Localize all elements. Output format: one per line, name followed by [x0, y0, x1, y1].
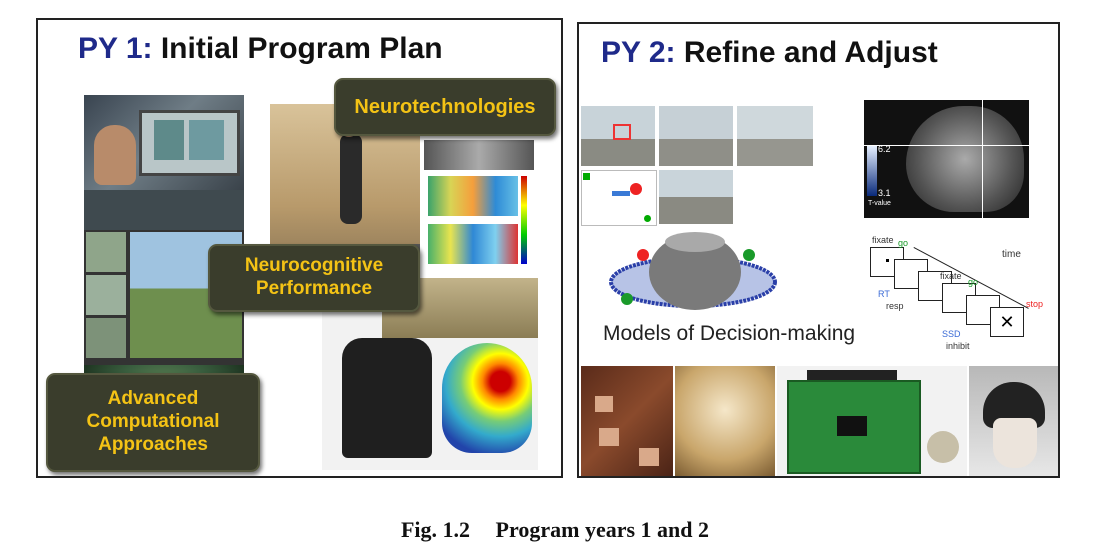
task-ssd-label: SSD: [942, 329, 961, 339]
panel-py1: PY 1: Initial Program Plan Neuro: [36, 18, 563, 478]
callout-neurocognitive: Neurocognitive Performance: [208, 244, 420, 312]
neurotech-label: Neurotechnologies: [354, 96, 536, 118]
brain-fmri-image: 6.2 3.1 T-value: [864, 100, 1029, 218]
scene-image-1: [581, 106, 655, 166]
compute-line2: Computational: [86, 411, 220, 433]
py1-title: PY 1: Initial Program Plan: [78, 32, 443, 66]
task-stop-label: stop: [1026, 299, 1044, 309]
scene-image-3: [737, 106, 813, 166]
spectrogram-plots: [420, 140, 538, 270]
brain-tlabel: T-value: [868, 200, 891, 207]
scene-image-2: [659, 106, 733, 166]
stop-signal-task-diagram: ✕ fixate go time fixate go RT resp stop …: [870, 235, 1044, 351]
connector-photo: [675, 366, 775, 476]
py2-title-text: Refine and Adjust: [683, 36, 938, 69]
electrode-photo: [581, 366, 673, 476]
caption-fig-number: Fig. 1.2: [400, 517, 471, 542]
task-go-label-1: go: [898, 238, 909, 248]
head-model-diagram: [609, 232, 777, 310]
brain-tmin: 3.1: [878, 188, 891, 198]
task-resp-label: resp: [886, 301, 904, 311]
compute-line3: Approaches: [98, 433, 208, 455]
trajectory-diagram: [581, 170, 657, 226]
callout-advanced-computational: Advanced Computational Approaches: [46, 373, 260, 472]
cockpit-photo: [84, 95, 244, 230]
py2-title-prefix: PY 2:: [601, 36, 676, 69]
task-go-label-2: go: [968, 277, 979, 287]
headset-photo: [969, 366, 1058, 476]
caption-text: Program years 1 and 2: [495, 517, 710, 542]
py1-title-prefix: PY 1:: [78, 32, 153, 65]
neurocog-line1: Neurocognitive: [244, 255, 384, 277]
task-rt-label: RT: [878, 289, 890, 299]
py1-title-text: Initial Program Plan: [160, 32, 443, 65]
brain-tmax: 6.2: [878, 144, 891, 154]
task-inhibit-label: inhibit: [946, 341, 970, 351]
compute-line1: Advanced: [107, 388, 199, 410]
py2-title: PY 2: Refine and Adjust: [601, 36, 938, 70]
circuit-board-photo: [777, 366, 967, 476]
task-time-label: time: [1002, 249, 1021, 260]
task-fixate-label-2: fixate: [940, 271, 962, 281]
callout-neurotechnologies: Neurotechnologies: [334, 78, 556, 136]
figure-caption: Fig. 1.2 Program years 1 and 2: [0, 517, 1110, 543]
task-fixate-label-1: fixate: [872, 235, 894, 245]
panel-py2: PY 2: Refine and Adjust 6.2 3.1 T-value …: [577, 22, 1060, 478]
scene-image-4: [659, 170, 733, 224]
neurocog-line2: Performance: [255, 278, 373, 299]
models-of-decision-making-label: Models of Decision-making: [603, 322, 856, 345]
